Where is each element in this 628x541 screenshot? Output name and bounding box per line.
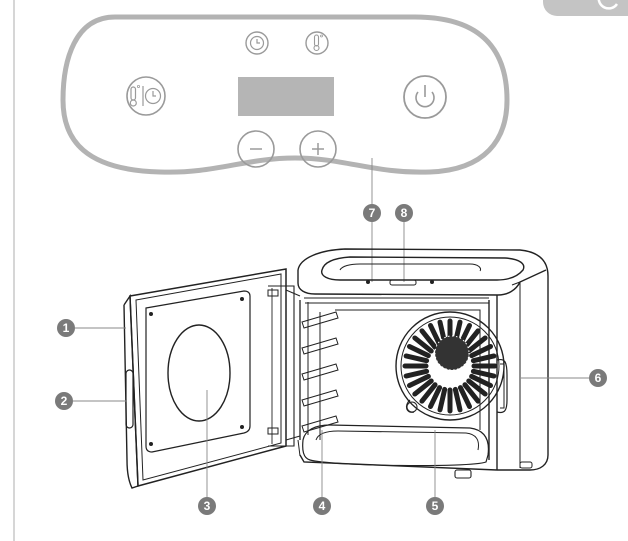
power-button-icon[interactable] — [403, 75, 447, 119]
callout-4: 4 — [313, 497, 331, 515]
callout-7: 7 — [363, 204, 381, 222]
timer-indicator-icon — [245, 31, 269, 55]
temp-timer-button-icon[interactable] — [126, 76, 166, 116]
fan-spoke — [466, 378, 488, 397]
fan-spoke — [469, 343, 494, 359]
fan-spoke — [403, 368, 430, 379]
fan-spoke — [419, 328, 438, 350]
fan-spoke — [469, 373, 494, 389]
callout-2: 2 — [55, 392, 73, 410]
fan-spoke — [427, 322, 443, 347]
plus-button-icon[interactable] — [299, 130, 337, 168]
fan-spoke — [419, 382, 438, 404]
callout-3: 3 — [198, 497, 216, 515]
panel-display — [238, 77, 334, 116]
callout-8: 8 — [395, 204, 413, 222]
fan-spoke — [406, 343, 431, 359]
callout-6: 6 — [589, 369, 607, 387]
fan-spoke — [452, 386, 463, 413]
callout-1: 1 — [57, 319, 75, 337]
fan-spoke — [403, 353, 430, 364]
fan-spoke — [466, 335, 488, 354]
oven-door — [123, 268, 287, 489]
temperature-indicator-icon — [305, 31, 329, 55]
fan-spoke — [457, 385, 473, 410]
fan-spoke — [462, 382, 481, 404]
page-margin-rule — [13, 0, 15, 541]
fan-spoke — [406, 373, 431, 389]
fan-spoke — [437, 386, 448, 413]
fan-spoke — [412, 378, 434, 397]
callout-5: 5 — [426, 497, 444, 515]
control-panel — [60, 14, 510, 175]
fan-spoke — [427, 385, 443, 410]
fan-spoke — [470, 368, 497, 379]
control-panel-outline — [60, 14, 510, 175]
corner-tab — [543, 0, 628, 16]
minus-button-icon[interactable] — [237, 130, 275, 168]
convection-fan-guard — [395, 311, 505, 421]
fan-spoke — [412, 335, 434, 354]
fan-spoke — [470, 353, 497, 364]
door-handle[interactable] — [125, 369, 134, 429]
oven-body — [267, 248, 549, 479]
door-window — [167, 324, 231, 422]
